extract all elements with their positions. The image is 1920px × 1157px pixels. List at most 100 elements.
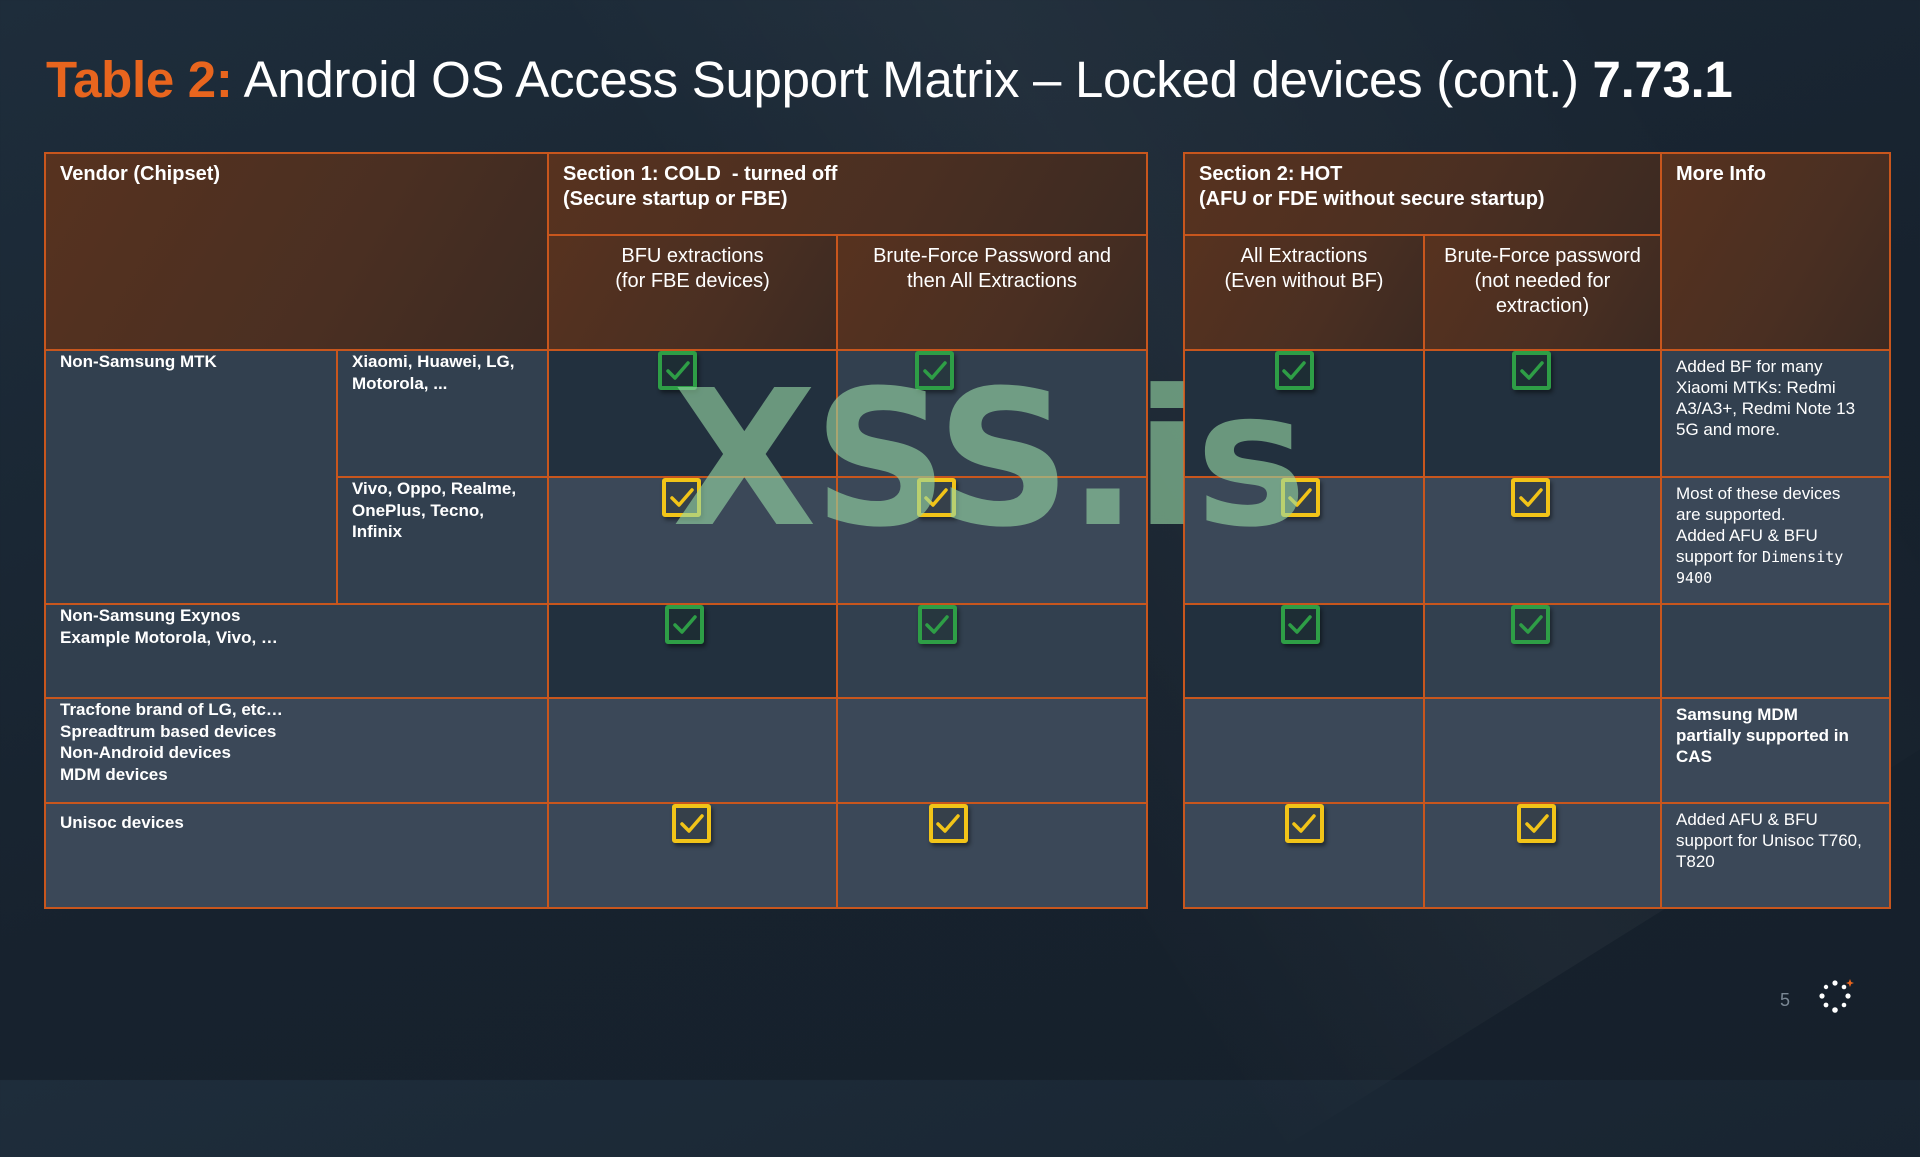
more-info-header: More Info (1676, 163, 1767, 185)
yellow-check-icon (1284, 805, 1324, 843)
info-line: partially supported in (1676, 726, 1849, 745)
bfu-header-cell: BFU extractions (for FBE devices) (547, 234, 839, 351)
bruteforce-cell (836, 603, 1149, 699)
green-check-icon (658, 352, 698, 390)
section2-title: Section 2: HOT (1199, 163, 1343, 185)
vendor-line: Example Motorola, Vivo, … (60, 627, 278, 647)
chipset-model: 9400 (1676, 569, 1713, 587)
vendor-header-cell: Vendor (Chipset) (43, 152, 550, 351)
more-info-cell (1660, 603, 1892, 699)
title-version: 7.73.1 (1592, 51, 1733, 108)
bfu-header-line1: BFU extractions (621, 245, 764, 267)
green-check-icon (1511, 606, 1550, 644)
vendor-line: MDM devices (60, 764, 168, 784)
page-title: Table 2: Android OS Access Support Matri… (46, 50, 1733, 109)
info-line: T820 (1676, 852, 1715, 871)
sub-vendor-line: OnePlus, Tecno, (352, 500, 484, 520)
sub-vendor-line: Motorola, ... (352, 373, 448, 393)
title-prefix: Table 2: (46, 51, 233, 108)
bruteforce-cell (836, 349, 1149, 478)
info-text-fragment: support for (1676, 547, 1763, 566)
bf-password-header-line: Brute-Force password (1444, 245, 1641, 267)
bfu-cell (547, 802, 839, 909)
bruteforce-header-line2: then All Extractions (906, 270, 1078, 292)
yellow-check-icon (1280, 479, 1320, 517)
info-line: Added AFU & BFU (1676, 810, 1818, 829)
all-extractions-cell (1183, 802, 1425, 909)
bfu-header-line2: (for FBE devices) (615, 270, 770, 292)
mtk-group-label: Non-Samsung MTK (60, 352, 217, 371)
section1-subtitle: (Secure startup or FBE) (563, 188, 788, 210)
section1-title: Section 1: COLD - turned off (563, 163, 838, 185)
bfu-cell (547, 697, 839, 804)
yellow-check-icon (916, 479, 956, 517)
left-matrix-table: Vendor (Chipset) Section 1: COLD - turne… (43, 152, 1149, 909)
bf-password-cell (1422, 697, 1663, 804)
bf-password-header-cell: Brute-Force password (not needed for ext… (1422, 234, 1663, 351)
bf-password-header-line: (not needed for (1474, 270, 1611, 292)
green-check-icon (665, 606, 705, 644)
bruteforce-header: Brute-Force Password and then All Extrac… (839, 237, 1145, 302)
more-info-text: Added BF for many Xiaomi MTKs: Redmi A3/… (1663, 352, 1888, 445)
all-extractions-header: All Extractions (Even without BF) (1186, 237, 1422, 302)
info-line: are supported. (1676, 505, 1786, 524)
table-row-sub-cell: Xiaomi, Huawei, LG, Motorola, ... (335, 349, 550, 478)
section2-header-cell: Section 2: HOT (AFU or FDE without secur… (1182, 152, 1663, 236)
bfu-cell (547, 349, 839, 478)
info-line: Samsung MDM (1676, 705, 1798, 724)
info-line: support for Unisoc T760, (1676, 831, 1862, 850)
green-check-icon (1274, 352, 1314, 390)
vendor-line: Spreadtrum based devices (60, 721, 277, 741)
info-line: A3/A3+, Redmi Note 13 (1676, 399, 1856, 418)
green-check-icon (1512, 352, 1551, 390)
bf-password-cell (1422, 476, 1663, 605)
more-info-cell: Added AFU & BFU support for Unisoc T760,… (1660, 802, 1892, 909)
vendor-line: Non-Samsung Exynos (60, 606, 241, 625)
table-row-sub-cell: Vivo, Oppo, Realme,OnePlus, Tecno,Infini… (335, 476, 550, 605)
sub-vendor-line: Xiaomi, Huawei, LG, (352, 352, 515, 371)
info-line: Added BF for many (1676, 357, 1823, 376)
all-extractions-cell (1183, 476, 1425, 605)
more-info-cell: Added BF for many Xiaomi MTKs: Redmi A3/… (1660, 349, 1892, 478)
all-extractions-cell (1183, 603, 1425, 699)
bruteforce-cell (836, 802, 1149, 909)
all-extractions-header-line: All Extractions (1240, 245, 1368, 267)
bf-password-cell (1422, 603, 1663, 699)
more-info-header-cell: More Info (1660, 152, 1892, 351)
logo-icon (1819, 979, 1854, 1013)
green-check-icon (1280, 606, 1320, 644)
more-info-text: Samsung MDM partially supported in CAS (1663, 700, 1888, 772)
vendor-header: Vendor (Chipset) (60, 163, 221, 185)
all-extractions-cell (1183, 697, 1425, 804)
yellow-check-icon (1517, 805, 1556, 843)
bf-password-cell (1422, 349, 1663, 478)
bfu-cell (547, 603, 839, 699)
section1-header-cell: Section 1: COLD - turned off (Secure sta… (547, 152, 1149, 236)
vendor-line: Tracfone brand of LG, etc… (60, 700, 283, 719)
vendor-label: Tracfone brand of LG, etc… Spreadtrum bas… (47, 700, 546, 785)
info-line: 5G and more. (1676, 420, 1780, 439)
all-extractions-header-line: (Even without BF) (1224, 270, 1384, 292)
bf-password-header-line: extraction) (1495, 295, 1590, 317)
section2-header: Section 2: HOT (AFU or FDE without secur… (1186, 155, 1659, 220)
table-row-vendor-cell: Unisoc devices (43, 802, 550, 909)
yellow-check-icon (1511, 479, 1550, 517)
more-info-cell: Most of these devices are supported. Add… (1660, 476, 1892, 605)
bfu-cell (547, 476, 839, 605)
page-number: 5 (1780, 990, 1791, 1010)
vendor-line: Non-Android devices (60, 743, 231, 762)
bf-password-header: Brute-Force password (not needed for ext… (1426, 237, 1659, 327)
more-info-text: Most of these devices are supported. Add… (1663, 479, 1888, 594)
yellow-check-icon (672, 805, 712, 843)
section2-subtitle: (AFU or FDE without secure startup) (1199, 188, 1545, 210)
sub-vendor-line: Infinix (352, 522, 403, 541)
section1-header: Section 1: COLD - turned off (Secure sta… (550, 155, 1145, 220)
title-main: Android OS Access Support Matrix – Locke… (232, 51, 1593, 108)
chipset-name: Dimensity (1762, 548, 1844, 566)
yellow-check-icon (928, 805, 968, 843)
info-line: Most of these devices (1676, 484, 1841, 503)
sub-vendor-label: Vivo, Oppo, Realme,OnePlus, Tecno,Infini… (339, 479, 546, 543)
bruteforce-cell (836, 697, 1149, 804)
